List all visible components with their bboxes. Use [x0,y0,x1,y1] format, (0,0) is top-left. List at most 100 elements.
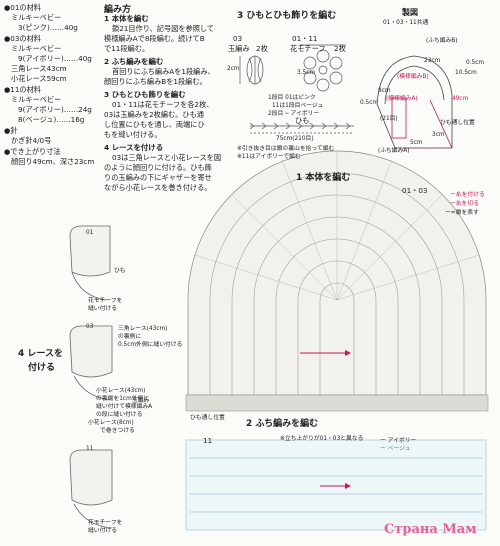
section2-tag: 11 [203,436,213,445]
material-line: 顔回り49cm、深さ23cm [11,157,95,166]
material-line: ミルキーベビー [11,44,62,53]
material-line: 9(アイボリー)……24g [18,105,92,114]
s3-size-35: 3.5cm [297,70,316,76]
method-step-2: 2 ふち編みを編む [104,57,164,66]
s4-header-01: 01 [86,230,94,236]
draft-figure [376,55,453,149]
draft-lbl-m: (21目) [380,116,398,122]
section1-title: 1 本体を編む [296,173,351,183]
draft-lbl-h: 8cm [378,88,391,94]
method-text: 03は三角レースと小花レースを図 [112,153,222,162]
draft-lbl-c: (模様編みA) [386,96,418,102]
section3-title: 3 ひもとひも飾りを編む [237,11,337,21]
s4-tama: 玉編み [132,398,150,404]
s3-tama: 玉編み [228,44,250,53]
s4-flower2: 花モチーフを [88,520,123,526]
material-heading-03: ●03の材料 [4,34,41,43]
section2-color-2: ー ベージュ [380,446,411,452]
draft-lbl-n: 0.5cm [360,100,379,106]
s4-small2: の裏側を1cm外側に [96,396,150,402]
s3-number-03: 03 [233,34,243,43]
draft-lbl-g: 23cm [424,58,441,64]
bonnet-sketch-03 [69,325,113,401]
method-text: 03は玉編みを2枚編む。ひも通 [104,110,204,119]
section1-tag: 01・03 [402,186,428,195]
s4-flower-b: 縫い付ける [88,306,117,312]
method-text: 01・11は花モチーフを各2枚、 [112,100,214,109]
method-step-3: 3 ひもとひも飾りを編む [104,90,186,99]
s4-small4: の段に縫い付ける [96,412,143,418]
s4-small6: で巻きつける [100,428,135,434]
s4-tri3: 0.5cm外側に縫い付ける [118,342,183,348]
draft-title: 製図 [402,8,418,17]
method-text: 鎖21目作り、記号図を参照して [112,24,215,33]
method-text: 首回りにふち編みAを1段編み、 [112,67,215,76]
material-line: 9(アイボリー)……40g [18,54,92,63]
method-step-4: 4 レースを付ける [104,143,164,152]
material-line: 三角レース43cm [11,64,67,73]
method-text: 模様編みAで8段編む。続けてB [104,34,205,43]
s4-tri: 三角レース(43cm) [118,326,168,332]
material-line: 3(ピンク)……40g [18,23,78,32]
section2-note: ※立ち上がりが01・03と異なる [280,436,364,442]
s3-legend2: 11は1段目ベージュ [272,103,324,109]
s3-flower-count: 2枚 [334,44,346,53]
material-line: かぎ針4/0号 [11,136,52,145]
section1-legend-1: ー糸を付ける [450,192,485,198]
crochet-chart-edge [185,439,487,531]
s3-size-2cm: 2cm [227,66,240,72]
tama-ami-figure [239,55,264,85]
bonnet-sketch-11 [69,449,113,529]
s3-note1: ※引き抜き目は鎖の裏山を拾って編む [237,146,335,152]
s4-small3: 縫い付けて模様編みA [96,404,153,410]
section1-legend-2: ー糸を切る [450,201,479,207]
material-heading-size: ●でき上がり寸法 [4,147,61,156]
draft-lbl-d: (ふち編みA) [378,148,410,154]
s3-tama-count: 2枚 [256,44,268,53]
draft-lbl-f: 49cm [452,96,469,102]
watermark: Страна Мам [384,522,477,537]
method-step-1: 1 本体を編む [104,14,149,23]
section2-color-1: ー アイボリー [380,438,417,444]
flower-motif-figure [300,44,346,92]
draft-lbl-a: (ふち編みB) [426,38,458,44]
s4-tri2: の裏側に [118,334,142,340]
method-text: で11段編む。 [104,44,150,53]
s4-small: 小花レース(43cm) [96,388,146,394]
s3-legend3: 2段目 ─ アイボリー [268,111,320,117]
s3-legend1: 1段目 01はピンク [268,95,316,101]
s4-flower: 花モチーフを [88,298,123,304]
s4-small5: 小花レース(8cm) [88,420,134,426]
s4-header-11: 11 [86,446,94,452]
section4-title: 4 レースを [18,349,63,359]
draft-lbl-i: 0.5cm [466,60,485,66]
section4-title2: 付ける [28,363,56,373]
crochet-chart-main [185,150,489,412]
method-text: りの玉編みの下にギャザーを寄せ [104,173,212,182]
method-text: 顔回りにふち編みBを1段編む。 [104,77,207,86]
s4-himo: ひも [114,268,126,274]
method-title: 編み方 [104,5,132,15]
s4-flower2-b: 縫い付ける [88,528,117,534]
s3-note2: ※11はアイボリーで編む [237,154,301,160]
method-text: ながら小花レースを巻き付ける。 [104,183,212,192]
s4-header-03: 03 [86,324,94,330]
draft-lbl-b: (模様編みB) [397,74,429,80]
method-text: し位置にひもを通し、両端にひ [104,120,205,129]
draft-sub: 01・03・11共通 [383,20,429,26]
material-line: ミルキーベビー [11,95,62,104]
material-line: 8(ベージュ)……16g [18,115,85,124]
s3-himo-len: 75cm(210目) [276,136,314,142]
s3-himo: ひも [295,116,310,125]
draft-lbl-k: 3cm [432,132,445,138]
material-line: 小花レース59cm [11,74,67,83]
material-heading-needle: ●針 [4,126,18,135]
draft-lbl-l: 5cm [410,140,423,146]
section2-title: 2 ふち編みを編む [246,419,319,429]
s3-flower: 花モチーフ [290,44,326,53]
himo-cord-figure [249,122,354,134]
bonnet-sketch-01 [69,225,111,301]
method-text: のように顔回りに付ける。ひも飾 [104,163,212,172]
material-line: ミルキーベビー [11,13,62,22]
